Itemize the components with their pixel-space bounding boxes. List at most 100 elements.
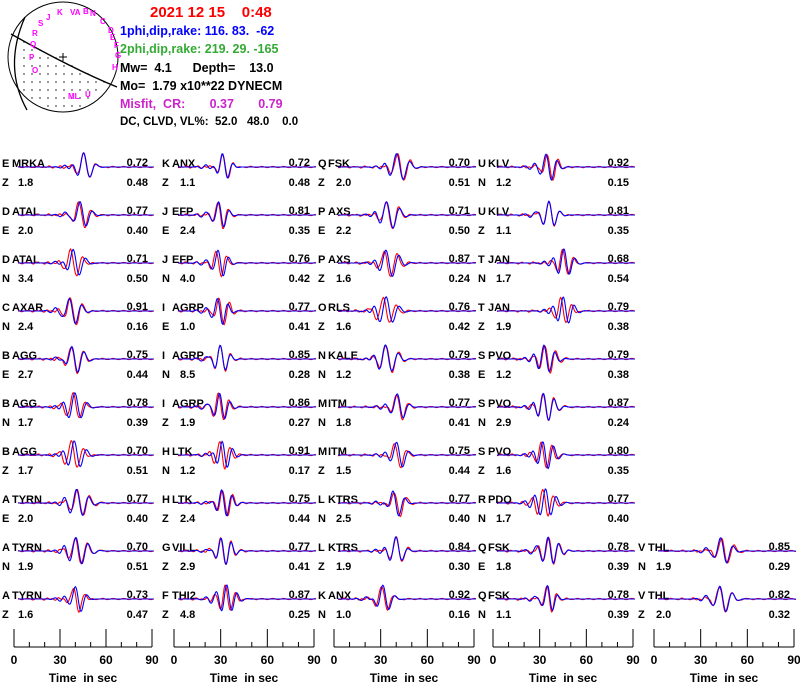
polarity-dot xyxy=(79,97,81,99)
component: N xyxy=(162,465,170,477)
correlation: 0.78 xyxy=(608,541,629,553)
station-code: K xyxy=(318,590,326,602)
variance-reduction: 0.47 xyxy=(127,609,148,621)
polarity-dot xyxy=(23,57,25,59)
max-amplitude: 1.7 xyxy=(18,465,33,477)
polarity-dot xyxy=(55,97,57,99)
station-code: J xyxy=(162,206,168,218)
component: Z xyxy=(478,465,485,477)
variance-reduction: 0.42 xyxy=(289,273,310,285)
synthetic-trace xyxy=(18,585,154,613)
max-amplitude: 1.7 xyxy=(496,513,511,525)
tick-label: 60 xyxy=(580,653,594,667)
polarity-dot xyxy=(55,81,57,83)
synthetic-trace xyxy=(338,344,476,372)
station-code: I xyxy=(162,350,165,362)
component: Z xyxy=(478,321,485,333)
component: Z xyxy=(318,321,325,333)
max-amplitude: 1.1 xyxy=(180,177,195,189)
synthetic-trace xyxy=(497,200,635,227)
station-label-o: O xyxy=(32,66,38,75)
polarity-dot xyxy=(47,73,49,75)
observed-trace xyxy=(337,153,476,181)
synthetic-trace xyxy=(178,538,316,565)
synthetic-trace xyxy=(338,584,476,610)
synthetic-trace xyxy=(18,488,154,516)
tick-label: 90 xyxy=(467,653,481,667)
variance-reduction: 0.17 xyxy=(289,465,310,477)
max-amplitude: 1.9 xyxy=(180,417,195,429)
variance-reduction: 0.25 xyxy=(289,609,310,621)
component: N xyxy=(478,177,486,189)
synthetic-trace xyxy=(497,441,635,470)
polarity-dot xyxy=(87,89,89,91)
station-label-k: K xyxy=(57,8,63,17)
variance-reduction: 0.38 xyxy=(608,369,629,381)
synthetic-trace xyxy=(18,345,154,373)
polarity-dot xyxy=(95,81,97,83)
station-name: AXAR xyxy=(12,302,43,314)
synthetic-trace xyxy=(338,153,476,181)
station-name: RLS xyxy=(328,302,350,314)
station-code: A xyxy=(2,590,10,602)
station-code: B xyxy=(2,446,10,458)
station-code: V xyxy=(638,542,646,554)
max-amplitude: 1.9 xyxy=(336,561,351,573)
polarity-dot xyxy=(23,89,25,91)
synthetic-trace xyxy=(338,441,476,468)
polarity-dot xyxy=(71,81,73,83)
nodal-plane-1-line xyxy=(10,33,118,88)
max-amplitude: 2.0 xyxy=(656,609,671,621)
synthetic-trace xyxy=(178,584,316,612)
polarity-dot xyxy=(31,89,33,91)
station-code: F xyxy=(162,590,169,602)
synthetic-trace xyxy=(18,440,154,468)
component: Z xyxy=(318,273,325,285)
polarity-dot xyxy=(31,49,33,51)
max-amplitude: 1.6 xyxy=(336,321,351,333)
max-amplitude: 1.2 xyxy=(336,369,351,381)
polarity-dot xyxy=(79,81,81,83)
component: Z xyxy=(2,609,9,621)
variance-reduction: 0.48 xyxy=(289,177,310,189)
component: E xyxy=(2,369,9,381)
variance-reduction: 0.39 xyxy=(608,561,629,573)
polarity-dot xyxy=(39,97,41,99)
max-amplitude: 3.4 xyxy=(18,273,34,285)
seismic-moment: Mo= 1.79 x10**22 DYNECM xyxy=(120,79,283,93)
correlation: 0.79 xyxy=(608,301,629,313)
nodal-plane-2-line xyxy=(13,16,28,111)
nodal-plane-2: 2phi,dip,rake: 219. 29. -165 xyxy=(120,42,279,56)
station-name: TYRN xyxy=(12,542,42,554)
tick-label: 30 xyxy=(214,653,228,667)
station-code: P xyxy=(318,254,325,266)
correlation: 0.77 xyxy=(127,205,148,217)
tick-label: 90 xyxy=(307,653,321,667)
synthetic-trace xyxy=(497,536,635,564)
variance-reduction: 0.39 xyxy=(127,417,148,429)
max-amplitude: 1.7 xyxy=(496,273,511,285)
correlation: 0.79 xyxy=(608,349,629,361)
tick-label: 0 xyxy=(490,653,497,667)
polarity-dot xyxy=(47,65,49,67)
station-code: M xyxy=(318,446,327,458)
component: E xyxy=(318,225,325,237)
max-amplitude: 1.6 xyxy=(336,273,351,285)
station-label-n: N xyxy=(90,9,96,18)
correlation: 0.81 xyxy=(608,205,629,217)
component: N xyxy=(318,513,326,525)
station-code: O xyxy=(318,302,327,314)
station-label-q: Q xyxy=(30,40,36,49)
